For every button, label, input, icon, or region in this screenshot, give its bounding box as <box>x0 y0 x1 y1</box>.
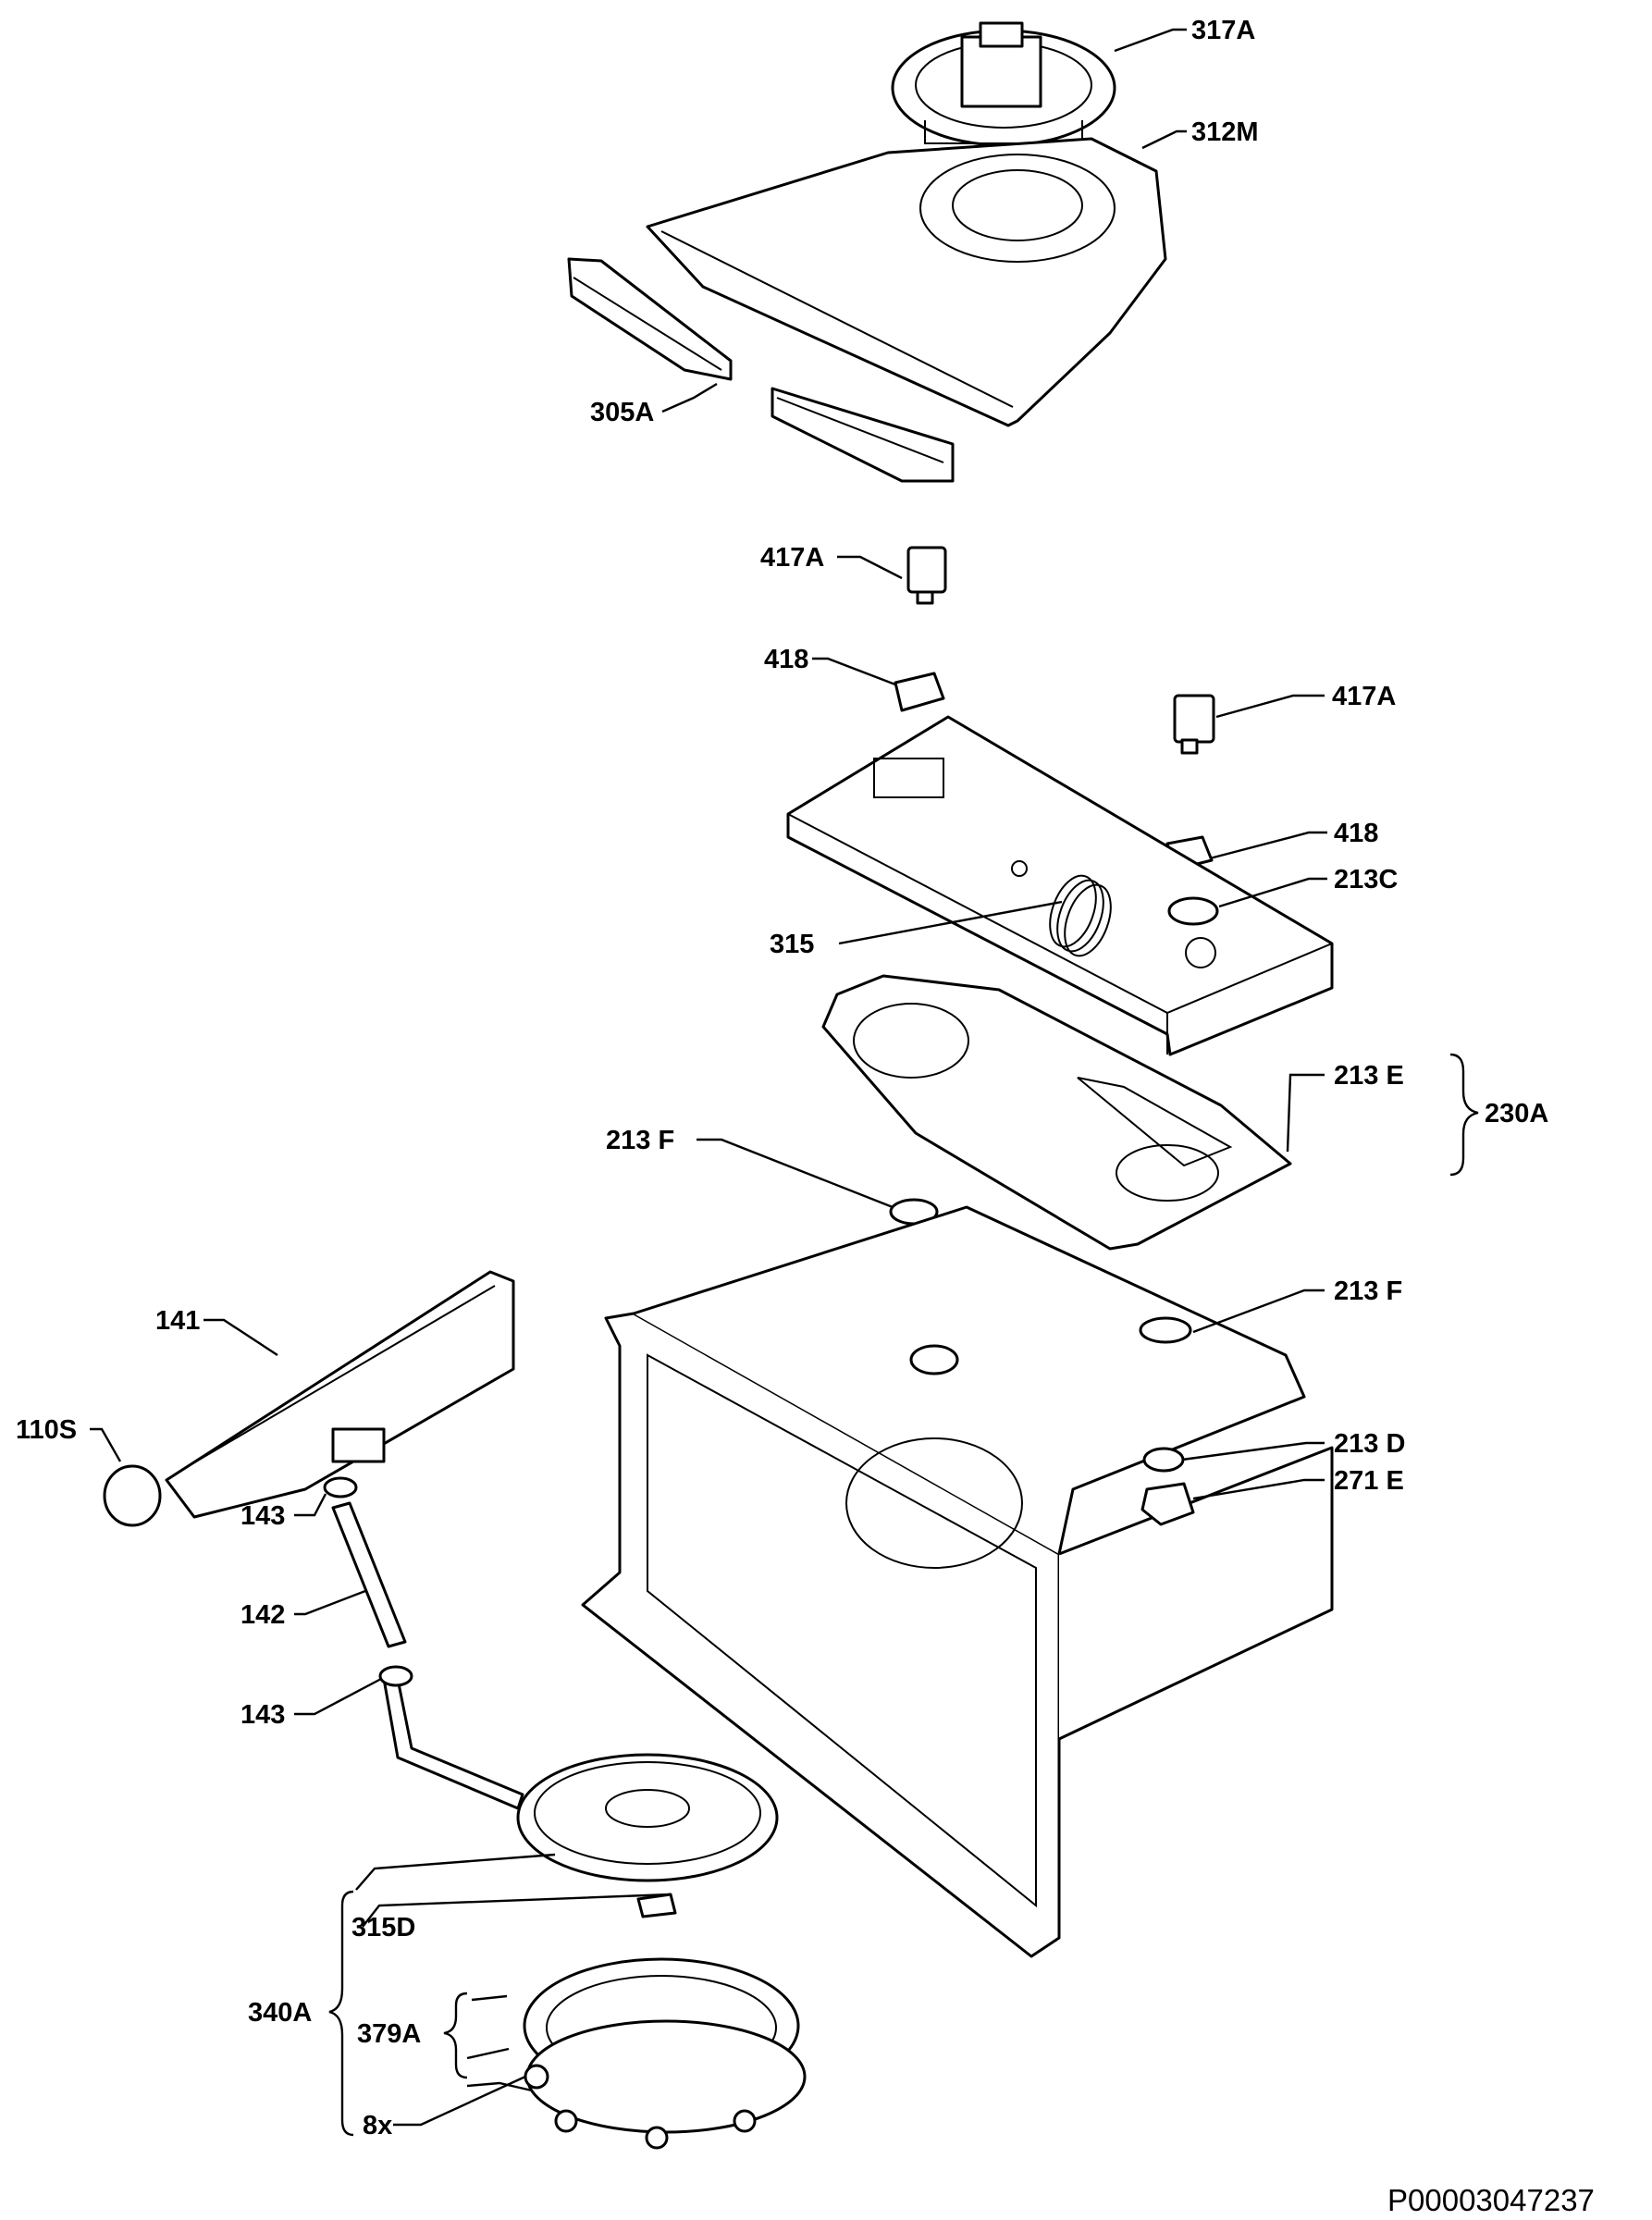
label-340A: 340A <box>248 1998 312 2028</box>
label-305A: 305A <box>590 398 654 427</box>
part-labels: 317A 312M 305A 417A 418 417A 418 213C 31… <box>16 16 1548 2140</box>
label-213F-lower: 213 F <box>1334 1276 1402 1306</box>
label-417A-upper: 417A <box>760 543 824 573</box>
label-141: 141 <box>155 1306 200 1336</box>
part-315D-heater-clip <box>636 1893 677 1918</box>
part-110S-end-cap <box>103 1464 162 1527</box>
part-143-hose-clamp-upper <box>323 1476 358 1498</box>
label-271E: 271 E <box>1334 1466 1404 1496</box>
part-317A-fan-motor <box>891 21 1116 147</box>
part-379A-heater-ring <box>523 1957 807 2134</box>
label-315: 315 <box>770 930 814 959</box>
part-water-tray <box>516 1753 779 1882</box>
leader-lines <box>90 28 1327 2127</box>
part-142-drain-hose <box>331 1501 524 1810</box>
label-213C: 213C <box>1334 865 1398 894</box>
part-oven-cavity <box>581 1205 1334 1958</box>
part-312M-fan-housing <box>646 137 1167 427</box>
part-top-plate <box>786 715 1334 1056</box>
part-213E-cover-gasket <box>821 974 1292 1251</box>
label-143-upper: 143 <box>240 1501 285 1531</box>
label-213E: 213 E <box>1334 1061 1404 1091</box>
label-213F-upper: 213 F <box>606 1126 674 1155</box>
label-418-right: 418 <box>1334 819 1378 848</box>
label-143-lower: 143 <box>240 1700 285 1730</box>
label-230A: 230A <box>1485 1099 1548 1128</box>
label-110S: 110S <box>16 1415 77 1445</box>
part-213D-seal <box>1142 1447 1185 1473</box>
label-417A-right: 417A <box>1332 682 1396 711</box>
label-418-upper: 418 <box>764 645 808 674</box>
label-142: 142 <box>240 1600 285 1630</box>
part-8x-nuts <box>524 2064 757 2150</box>
part-418-connector-upper <box>894 672 945 712</box>
part-305A-air-duct <box>567 257 955 483</box>
brackets <box>328 1053 1479 2137</box>
part-271E-bushing <box>909 1344 1195 1526</box>
label-213D: 213 D <box>1334 1429 1405 1459</box>
label-312M: 312M <box>1191 117 1259 147</box>
part-417A-switch-upper <box>906 546 947 605</box>
part-417A-switch-right <box>1173 694 1215 755</box>
label-315D: 315D <box>351 1913 415 1942</box>
label-379A: 379A <box>357 2019 421 2049</box>
label-8x: 8x <box>363 2111 392 2140</box>
part-143-hose-clamp-lower <box>378 1665 413 1687</box>
part-141-drain-channel <box>165 1270 515 1519</box>
label-317A: 317A <box>1191 16 1255 45</box>
reference-code: P00003047237 <box>1387 2183 1595 2217</box>
